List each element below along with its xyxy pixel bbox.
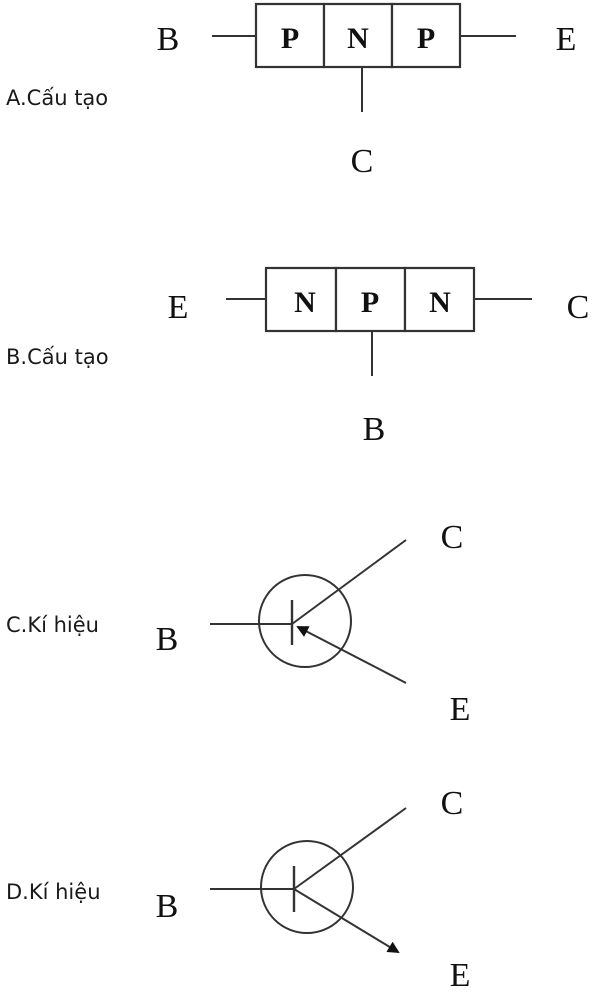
- terminal-label-b-bottom: B: [363, 411, 386, 448]
- emitter-label-c: E: [450, 691, 471, 728]
- emitter-lead-c: [296, 626, 407, 684]
- transistor-circle-d: [260, 840, 354, 934]
- caption-option-b: B.Cấu tạo: [6, 345, 109, 369]
- collector-lead-d: [293, 807, 407, 890]
- terminal-label-a-left: B: [157, 21, 180, 58]
- structure-diagram-b: N P N E C B: [168, 266, 590, 448]
- base-label-c: B: [156, 621, 179, 658]
- layer-label-a-2: N: [347, 22, 369, 55]
- symbol-diagram-d: B C E: [156, 785, 471, 994]
- layer-label-b-2: P: [361, 286, 379, 319]
- terminal-label-b-right: C: [567, 289, 590, 326]
- emitter-label-d: E: [450, 957, 471, 994]
- collector-label-c: C: [441, 519, 464, 556]
- caption-option-a: A.Cấu tạo: [6, 86, 109, 110]
- collector-lead-c: [291, 539, 407, 625]
- layer-label-b-3: N: [429, 286, 451, 319]
- layer-box-b-1: [264, 266, 338, 333]
- layer-box-b-3: [403, 266, 476, 333]
- symbol-diagram-c: B C E: [156, 519, 471, 728]
- caption-option-d: D.Kí hiệu: [6, 880, 101, 904]
- collector-label-d: C: [441, 785, 464, 822]
- terminal-label-b-left: E: [168, 289, 189, 326]
- layer-label-a-3: P: [417, 22, 435, 55]
- emitter-lead-d: [293, 888, 400, 954]
- layer-box-a-3: [390, 2, 462, 69]
- layer-box-a-1: [254, 2, 326, 69]
- base-label-d: B: [156, 888, 179, 925]
- layer-label-b-1: N: [294, 286, 316, 319]
- structure-diagram-a: P N P B E C: [157, 2, 577, 180]
- terminal-label-a-bottom: C: [351, 143, 374, 180]
- transistor-circle-c: [258, 574, 352, 668]
- caption-option-c: C.Kí hiệu: [6, 613, 99, 637]
- layer-label-a-1: P: [281, 22, 299, 55]
- terminal-label-a-right: E: [556, 21, 577, 58]
